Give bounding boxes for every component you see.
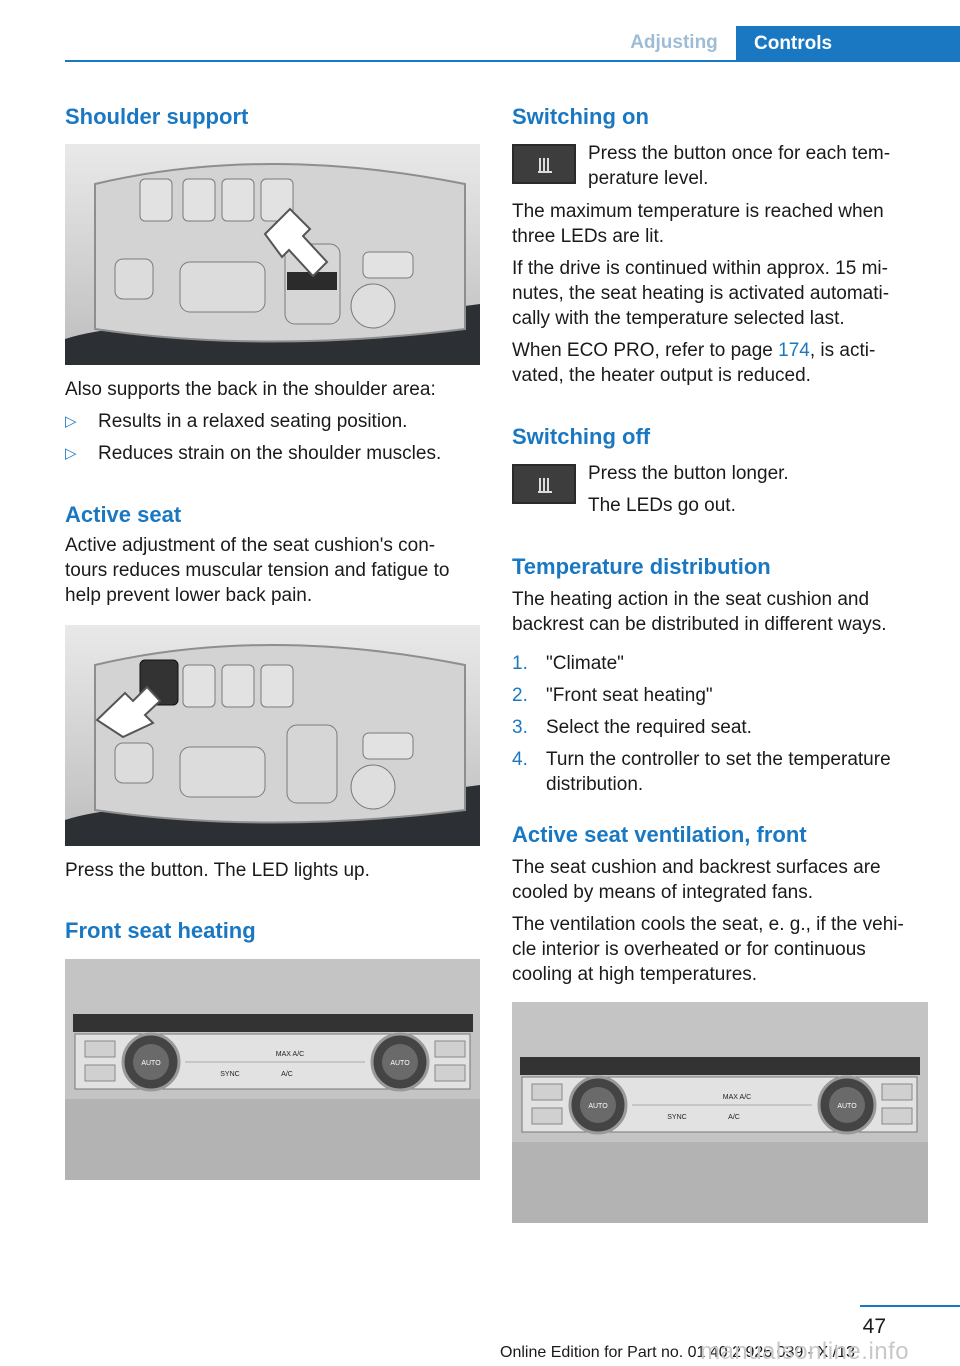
panel-sync-label: SYNC (667, 1114, 686, 1121)
switching-off-text: The LEDs go out. (588, 495, 736, 516)
panel-auto-label-left: AUTO (141, 1060, 161, 1067)
active-seat-text-line: help prevent lower back pain. (65, 585, 313, 606)
page-number: 47 (862, 1315, 886, 1338)
climate-panel-image-right: AUTO AUTO MAX A/C SYNC A/C (512, 1002, 928, 1223)
header-rule (65, 60, 960, 62)
panel-ac-label: A/C (281, 1071, 293, 1078)
climate-panel-image-left: AUTO AUTO MAX A/C SYNC A/C (65, 959, 480, 1180)
active-seat-heading: Active seat (65, 502, 182, 527)
drive-continued-text: cally with the temperature selected last… (512, 308, 845, 329)
ventilation-text: cooled by means of integrated fans. (512, 882, 814, 903)
seat-heating-button-icon (512, 464, 576, 504)
max-temperature-text: The maximum temperature is reached when (512, 201, 884, 222)
switching-off-heading: Switching off (512, 424, 651, 449)
panel-auto-label-left: AUTO (588, 1103, 608, 1110)
distribution-text: backrest can be distributed in different… (512, 614, 887, 635)
press-button-text: Press the button. The LED lights up. (65, 860, 370, 881)
shoulder-support-text: Also supports the back in the shoulder a… (65, 379, 436, 400)
header-section-tab: Adjusting (630, 32, 718, 53)
ventilation-text: The ventilation cools the seat, e. g., i… (512, 914, 904, 935)
drive-continued-text: nutes, the seat heating is activated aut… (512, 283, 890, 304)
panel-maxac-label: MAX A/C (723, 1094, 751, 1101)
seat-ventilation-heading: Active seat ventilation, front (512, 822, 807, 847)
edition-text: Online Edition for Part no. 01 40 2 926 … (500, 1344, 855, 1361)
panel-auto-label-right: AUTO (837, 1103, 857, 1110)
triangle-bullet-icon: ▷ (65, 413, 77, 430)
distribution-text: The heating action in the seat cushion a… (512, 589, 870, 610)
front-seat-heating-heading: Front seat heating (65, 918, 256, 943)
switching-off-text: Press the button longer. (588, 463, 789, 484)
header-chapter-tab: Controls (736, 26, 960, 62)
panel-sync-label: SYNC (220, 1071, 239, 1078)
page-link-174[interactable]: 174 (778, 340, 810, 361)
ventilation-text: cooling at high temperatures. (512, 964, 758, 985)
drive-continued-text: If the drive is continued within approx.… (512, 258, 888, 279)
switching-on-text-line: perature level. (588, 168, 709, 189)
watermark: manualsonline.info (700, 1338, 910, 1365)
seat-controls-shoulder-image (65, 144, 480, 365)
panel-ac-label: A/C (728, 1114, 740, 1121)
list-item-continuation: distribution. (546, 774, 644, 795)
panel-auto-label-right: AUTO (390, 1060, 410, 1067)
panel-maxac-label: MAX A/C (276, 1051, 304, 1058)
temperature-distribution-heading: Temperature distribution (512, 554, 771, 579)
footer-rule (860, 1305, 960, 1307)
shoulder-support-heading: Shoulder support (65, 104, 249, 129)
active-seat-text-line: tours reduces muscular tension and fatig… (65, 560, 450, 581)
seat-heating-button-icon (512, 144, 576, 184)
triangle-bullet-icon: ▷ (65, 445, 77, 462)
ventilation-text: The seat cushion and backrest surfaces a… (512, 857, 881, 878)
ventilation-text: cle interior is overheated or for contin… (512, 939, 866, 960)
max-temperature-text: three LEDs are lit. (512, 226, 665, 247)
active-seat-text-line: Active adjustment of the seat cushion's … (65, 535, 436, 556)
eco-pro-text: vated, the heater output is reduced. (512, 365, 811, 386)
switching-on-heading: Switching on (512, 104, 649, 129)
switching-on-text-line: Press the button once for each tem- (588, 143, 891, 164)
eco-pro-text: When ECO PRO, refer to page 174, is acti… (512, 340, 876, 361)
seat-controls-active-image (65, 625, 480, 846)
